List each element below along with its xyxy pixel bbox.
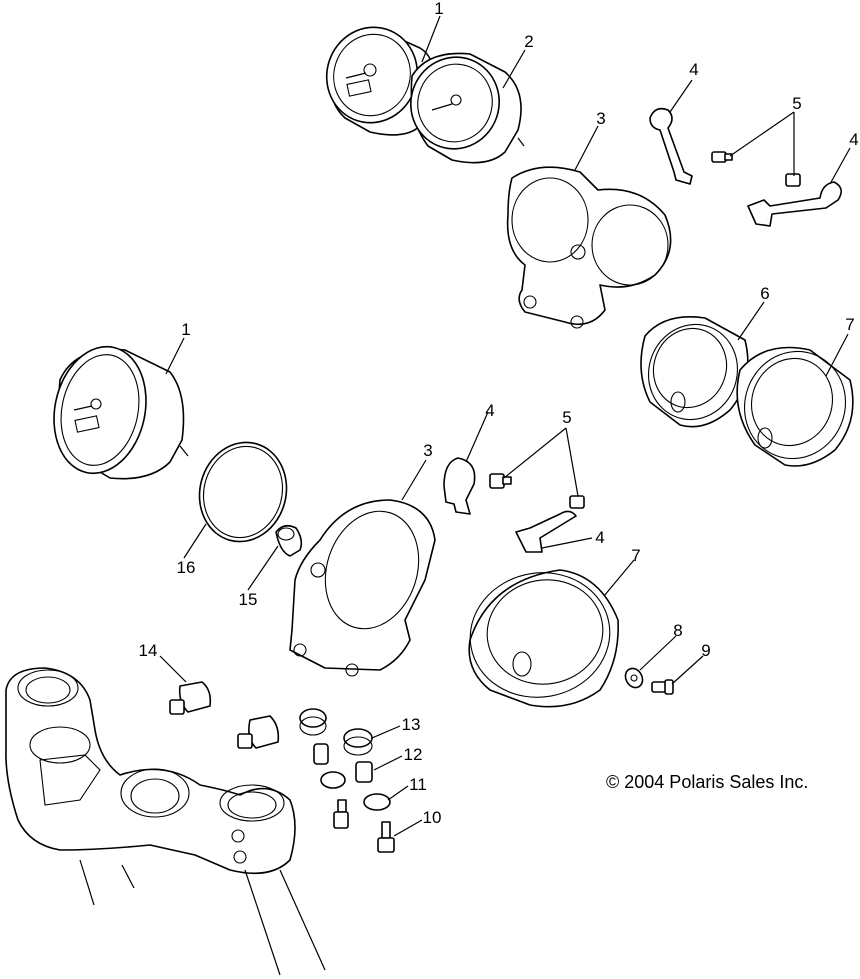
washer-eleven [363, 793, 391, 811]
callout-14: 14 [139, 641, 158, 660]
callout-5-top: 5 [792, 94, 801, 113]
wire-clip-mid-upper [443, 457, 476, 515]
speedometer-single [53, 345, 189, 480]
callout-15: 15 [239, 590, 258, 609]
washer-eight [624, 667, 644, 689]
callout-1-middle: 1 [181, 320, 190, 339]
speedometer-top [325, 26, 436, 136]
screw-nine [651, 679, 674, 695]
washer-left [320, 771, 346, 789]
bezel-seven-lower [468, 569, 619, 708]
callout-13: 13 [402, 715, 421, 734]
callout-11: 11 [409, 775, 427, 794]
single-gauge-bracket [289, 499, 436, 677]
grommet-left [299, 708, 327, 736]
callout-1-top: 1 [434, 0, 443, 18]
bolt-left [333, 799, 349, 829]
rubber-mount-fourteen [169, 681, 212, 715]
callout-4-top-right: 4 [849, 130, 858, 149]
bezel-seven-top [736, 346, 854, 467]
tachometer-top [410, 52, 525, 164]
spacer-twelve [355, 761, 373, 783]
wire-clip-top-right [747, 181, 842, 227]
callout-3-middle: 3 [423, 441, 432, 460]
callout-4-middle-upper: 4 [485, 401, 494, 420]
dual-gauge-bracket [506, 166, 672, 329]
callout-6: 6 [760, 284, 769, 303]
callout-9: 9 [701, 641, 710, 660]
screw-mid-right [569, 495, 585, 509]
grommet-thirteen [343, 728, 373, 756]
callout-4-middle-lower: 4 [595, 528, 604, 547]
callout-5-middle: 5 [562, 408, 571, 427]
copyright-notice: © 2004 Polaris Sales Inc. [606, 772, 809, 792]
rubber-mount-lower [237, 715, 280, 749]
wire-clip-top-left [649, 107, 693, 185]
callout-7-lower: 7 [631, 546, 640, 565]
callout-8: 8 [673, 621, 682, 640]
bolt-ten [377, 821, 395, 853]
callout-2: 2 [524, 32, 533, 51]
gasket-ring [198, 441, 288, 543]
screw-mid-left [489, 473, 512, 489]
callout-7-top: 7 [845, 315, 854, 334]
callout-12: 12 [404, 745, 423, 764]
wire-clip-mid-lower [515, 510, 577, 553]
triple-clamp [5, 667, 326, 976]
bezel-six [640, 316, 749, 428]
callout-10: 10 [423, 808, 442, 827]
callout-4-top-left: 4 [689, 60, 698, 79]
bulb-socket [275, 524, 303, 557]
callout-3-top: 3 [596, 109, 605, 128]
spacer-left [313, 743, 329, 765]
leader-lines [159, 15, 851, 837]
callout-16: 16 [177, 558, 196, 577]
screw-top-left [711, 151, 733, 163]
screw-top-right [785, 173, 801, 187]
